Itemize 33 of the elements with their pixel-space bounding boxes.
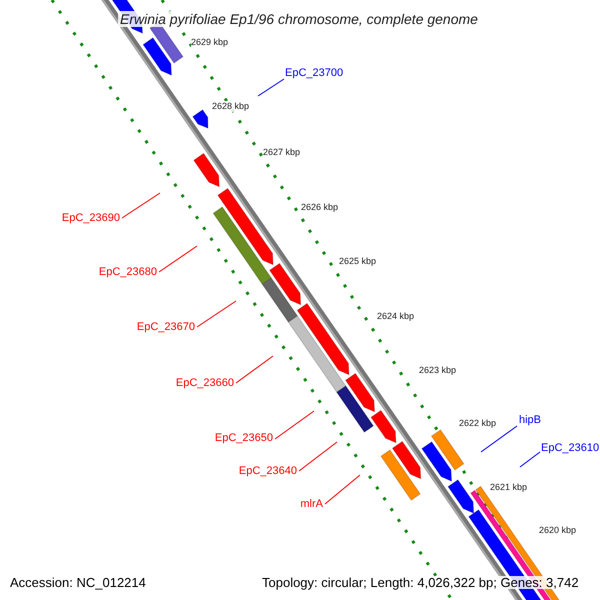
tick-label: 2624 kbp [377, 311, 414, 322]
leader-line [122, 192, 160, 218]
title: Erwinia pyrifoliae Ep1/96 chromosome, complete genome [118, 11, 480, 27]
gene-label: EpC_23640 [238, 466, 297, 477]
gene-label: EpC_23700 [285, 68, 344, 79]
leader-line [274, 410, 314, 440]
tick-label: 2623 kbp [419, 365, 456, 376]
gene-label: EpC_23670 [136, 322, 195, 333]
tick-label: 2622 kbp [459, 418, 496, 429]
gene-label: mlrA [300, 499, 323, 510]
leader-line [158, 246, 198, 272]
genome-info-text: Topology: circular; Length: 4,026,322 bp; Genes: 3,742 [262, 576, 579, 589]
tick-label: 2627 kbp [263, 147, 300, 158]
tick-label: 2629 kbp [191, 37, 228, 48]
gene-label: EpC_23690 [62, 213, 120, 224]
tick-label: 2628 kbp [212, 101, 250, 112]
leader-line [298, 442, 338, 472]
gene-label: hipB [519, 415, 542, 426]
gene-label: EpC_23660 [176, 378, 234, 389]
tick-label: 2626 kbp [301, 202, 338, 213]
accession-text: Accession: NC_012214 [10, 576, 146, 589]
leader-line [520, 452, 540, 468]
gene-label: EpC_23610 [541, 443, 600, 454]
gene-label: EpC_23650 [214, 433, 273, 444]
leader-line [236, 356, 274, 384]
tick-label: 2620 kbp [539, 525, 576, 536]
leader-line [258, 78, 284, 96]
leader-line [480, 426, 518, 452]
gene-label: EpC_23680 [98, 267, 157, 278]
tick-label: 2625 kbp [339, 256, 376, 267]
leader-line [324, 474, 360, 504]
leader-line [196, 300, 236, 328]
tick-label: 2621 kbp [490, 482, 528, 493]
